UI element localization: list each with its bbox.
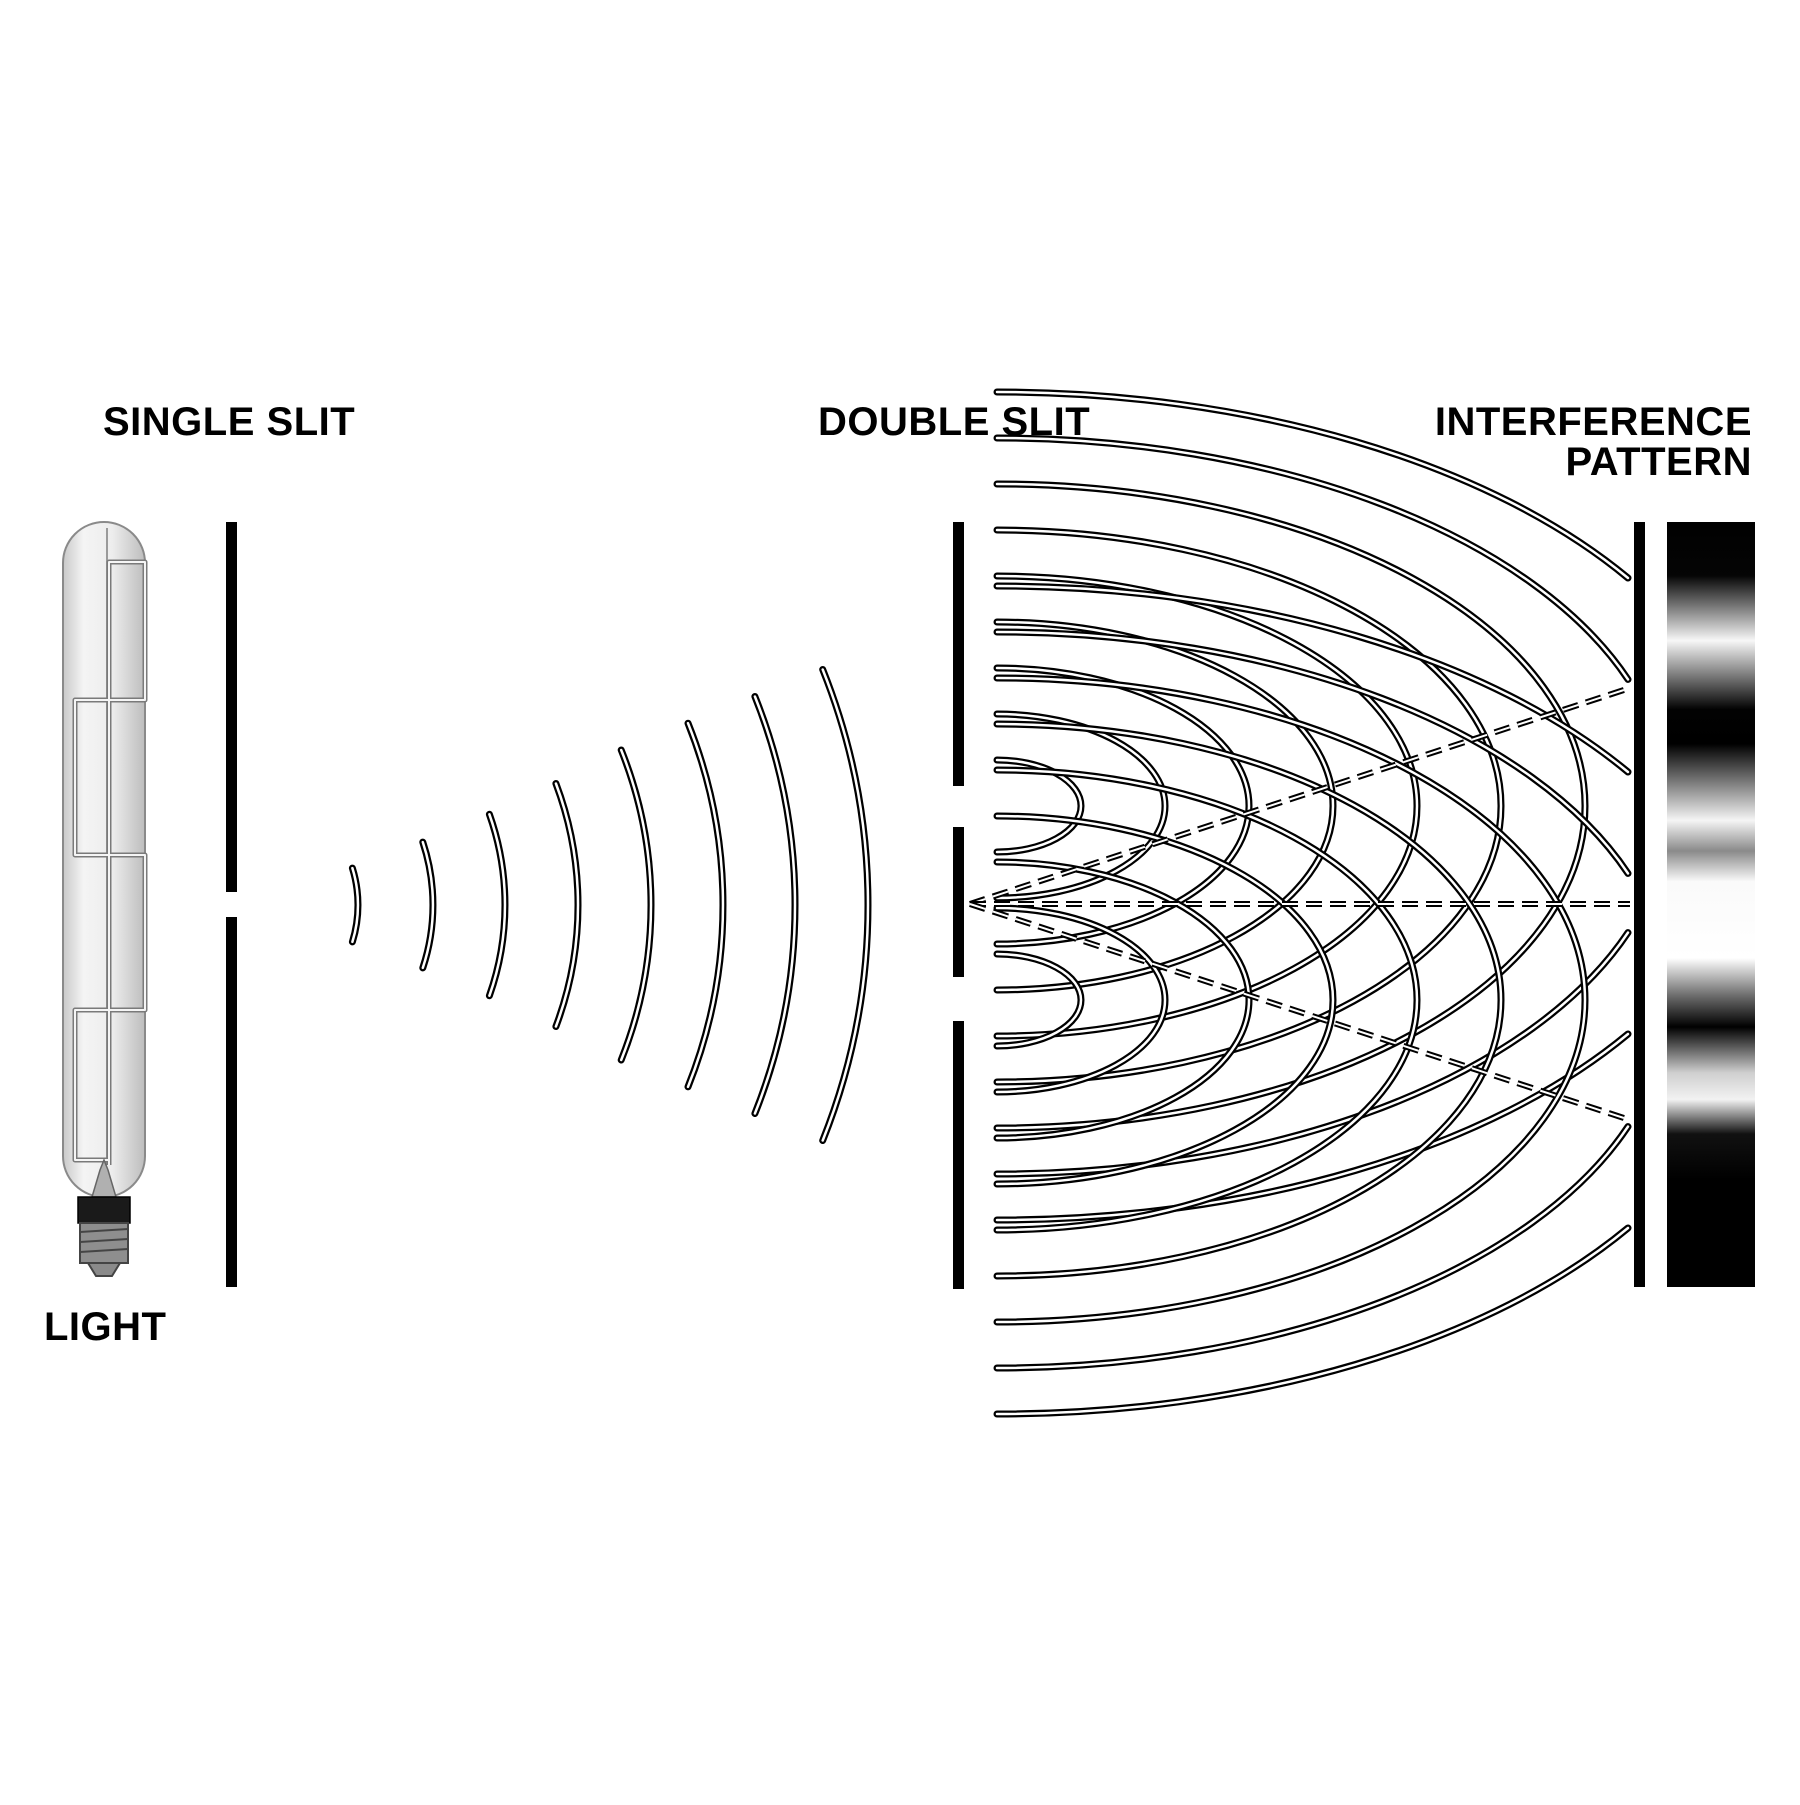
- interference-label-line1: INTERFERENCE: [1435, 402, 1752, 442]
- interference-pattern-label: INTERFERENCE PATTERN: [1435, 402, 1752, 482]
- incident-wavefront-core: [823, 670, 868, 1141]
- single-slit-label: SINGLE SLIT: [103, 402, 355, 442]
- incident-wavefront-core: [755, 697, 795, 1114]
- interference-screen: [1634, 522, 1755, 1287]
- path-lines: [970, 688, 1630, 1120]
- incident-wavefront-core: [621, 750, 651, 1060]
- incident-wavefront-core: [688, 723, 723, 1087]
- light-bulb-icon: [63, 522, 145, 1276]
- single-slit-barrier: [226, 522, 237, 1287]
- interference-pattern: [1667, 522, 1755, 1287]
- double-slit-label: DOUBLE SLIT: [818, 402, 1090, 442]
- light-label: LIGHT: [44, 1307, 166, 1347]
- diffracted-wavefront: [997, 586, 1628, 1414]
- diffracted-wavefront: [997, 392, 1628, 1220]
- interference-label-line2: PATTERN: [1435, 442, 1752, 482]
- double-slit-barrier: [953, 522, 964, 1289]
- incident-wavefronts: [352, 670, 868, 1141]
